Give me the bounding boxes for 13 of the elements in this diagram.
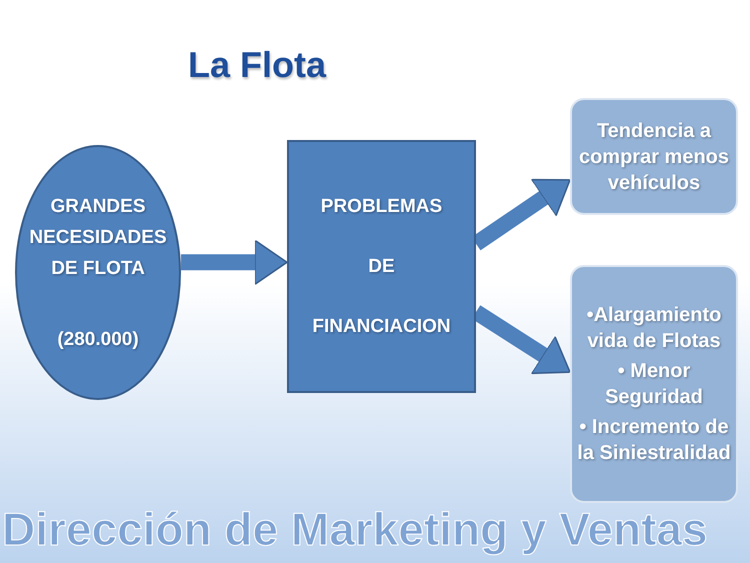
node-text: • Incremento de la Siniestralidad (576, 415, 732, 466)
node-text: Tendencia a comprar menos vehículos (578, 118, 730, 196)
node-text: PROBLEMAS DE FINANCIACION (312, 194, 451, 338)
node-text: • Menor Seguridad (604, 359, 704, 410)
node-text: (280.000) (57, 328, 139, 352)
rounded-box (570, 98, 738, 215)
node-text: •Alargamiento vida de Flotas (586, 303, 722, 354)
footer-text: Dirección de Marketing y Ventas (2, 502, 708, 557)
process-box (287, 140, 476, 393)
rounded-box (570, 265, 738, 503)
title: La Flota (188, 43, 326, 87)
block-arrow (181, 240, 288, 286)
node-text: GRANDES NECESIDADES DE FLOTA (28, 194, 168, 280)
